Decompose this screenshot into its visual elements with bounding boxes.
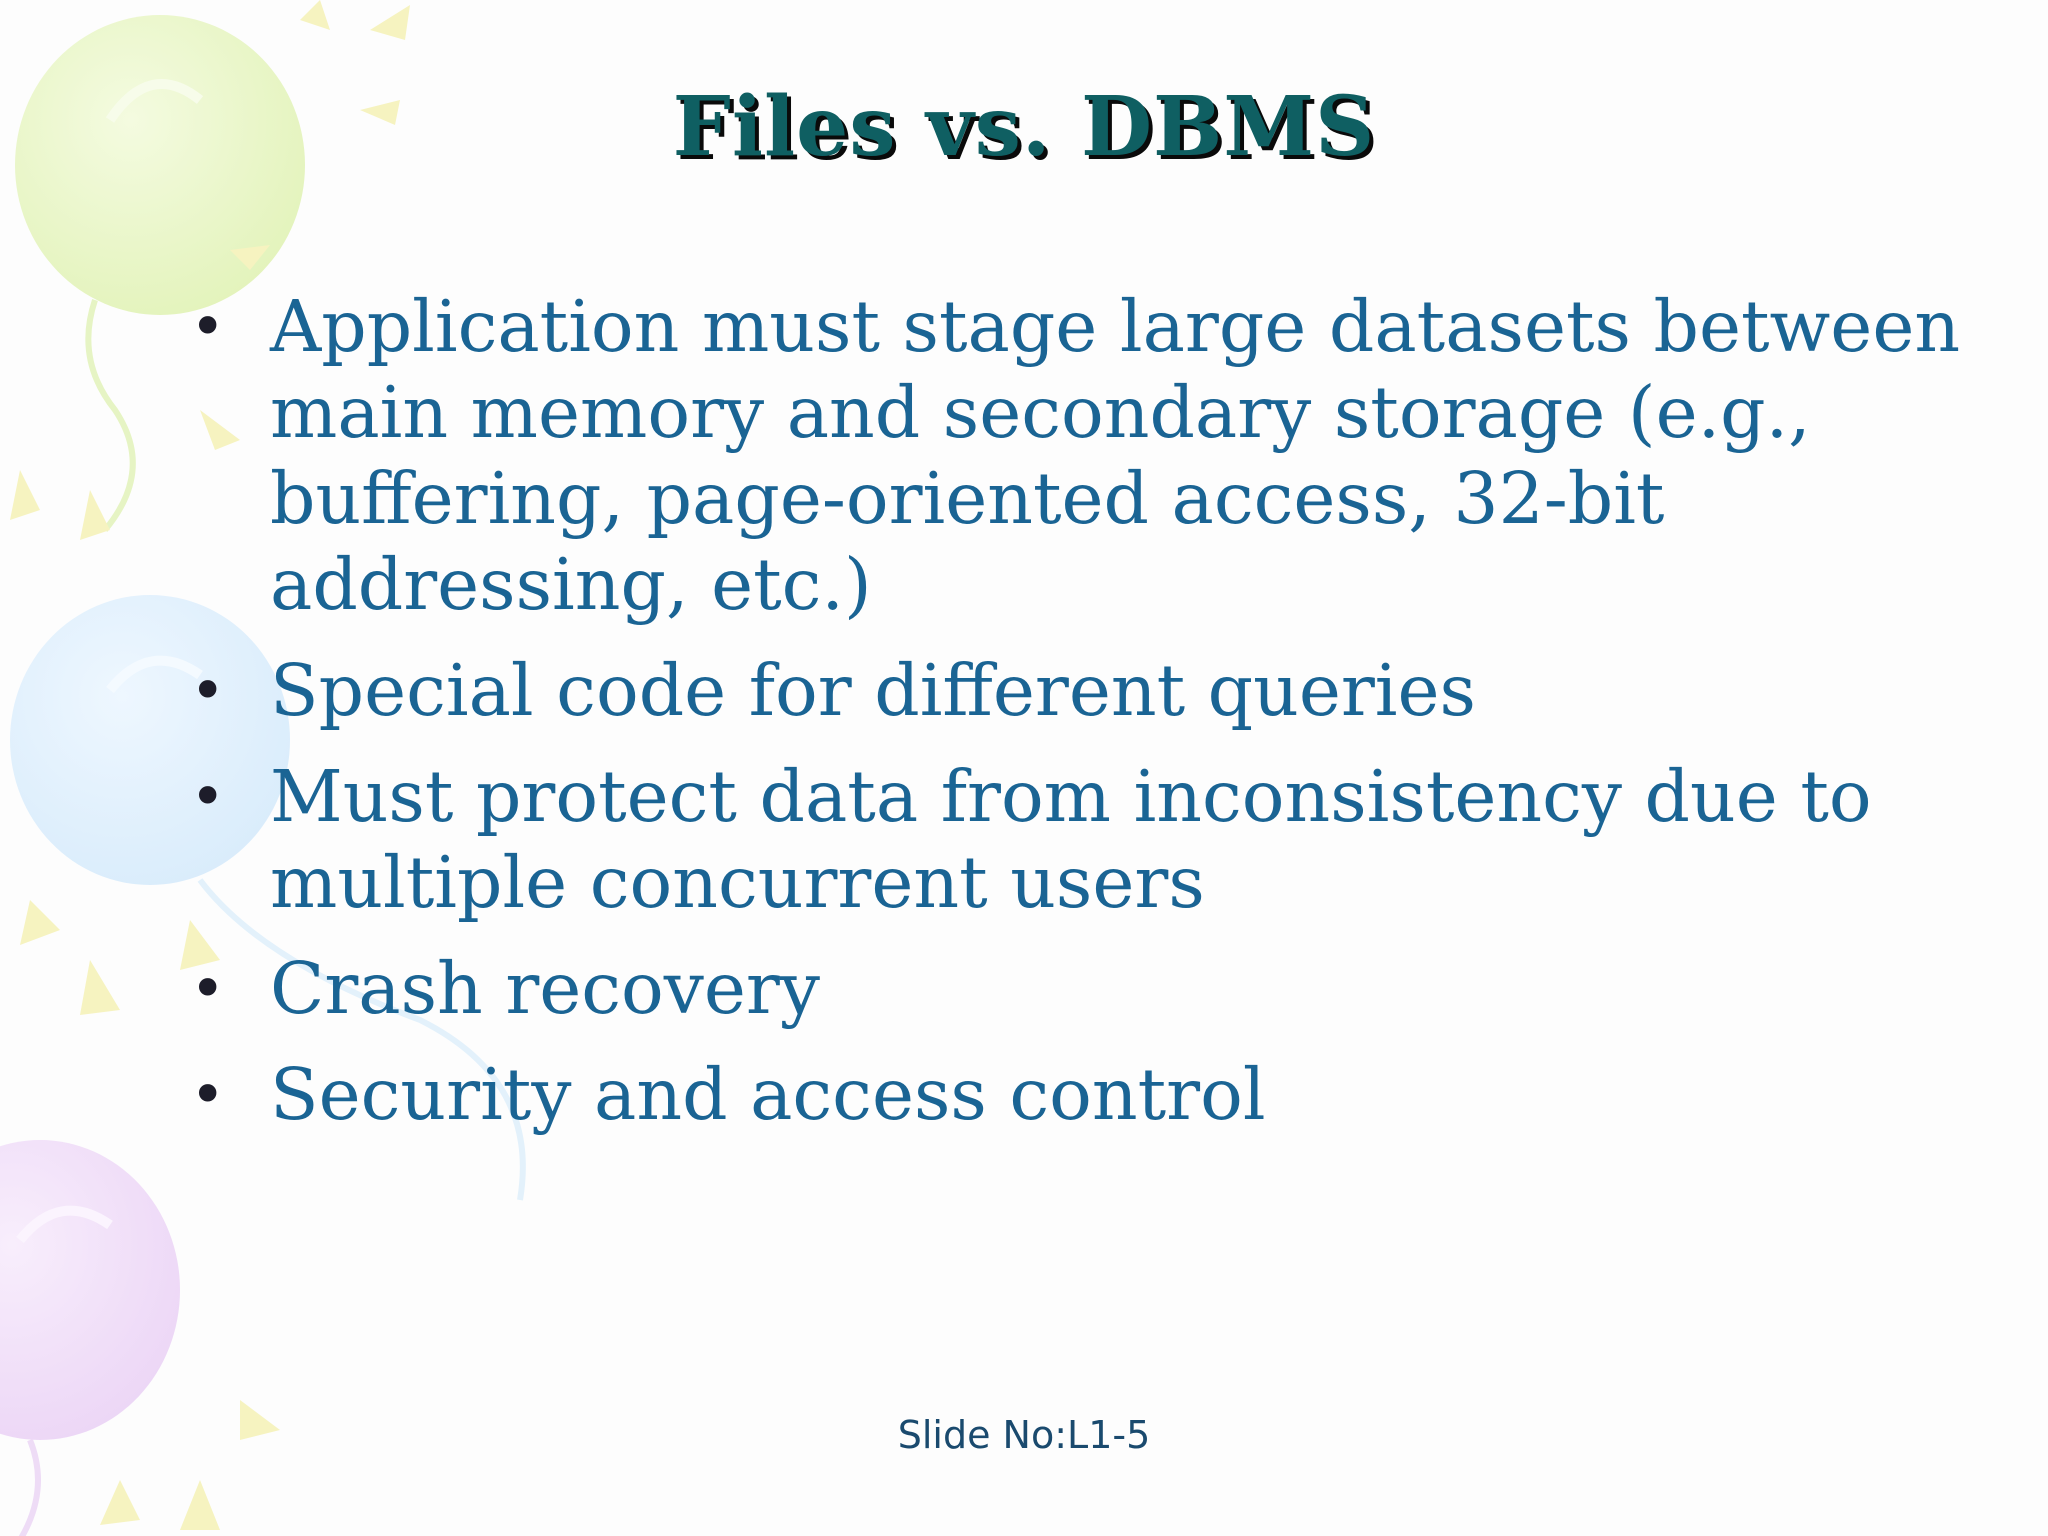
list-item: • Special code for different queries <box>190 648 1990 734</box>
bullet-text: Application must stage large datasets be… <box>270 285 1961 626</box>
slide-number: Slide No:L1-5 <box>897 1413 1151 1457</box>
green-balloon <box>15 15 305 315</box>
purple-balloon <box>0 1140 180 1440</box>
bullet-point-icon: • <box>190 954 226 1024</box>
bullet-text: Special code for different queries <box>270 649 1476 732</box>
bullet-text: Security and access control <box>270 1053 1266 1136</box>
list-item: • Must protect data from inconsistency d… <box>190 754 1990 926</box>
bullet-point-icon: • <box>190 1060 226 1130</box>
bullet-point-icon: • <box>190 292 226 362</box>
bullet-text: Crash recovery <box>270 947 820 1030</box>
list-item: • Application must stage large datasets … <box>190 284 1990 628</box>
bullet-text: Must protect data from inconsistency due… <box>270 755 1872 924</box>
bullet-point-icon: • <box>190 762 226 832</box>
blue-balloon <box>10 595 290 885</box>
list-item: • Crash recovery <box>190 946 1990 1032</box>
slide-title: Files vs. DBMS <box>672 79 1376 175</box>
bullet-list: • Application must stage large datasets … <box>190 284 1990 1158</box>
list-item: • Security and access control <box>190 1052 1990 1138</box>
bullet-point-icon: • <box>190 656 226 726</box>
